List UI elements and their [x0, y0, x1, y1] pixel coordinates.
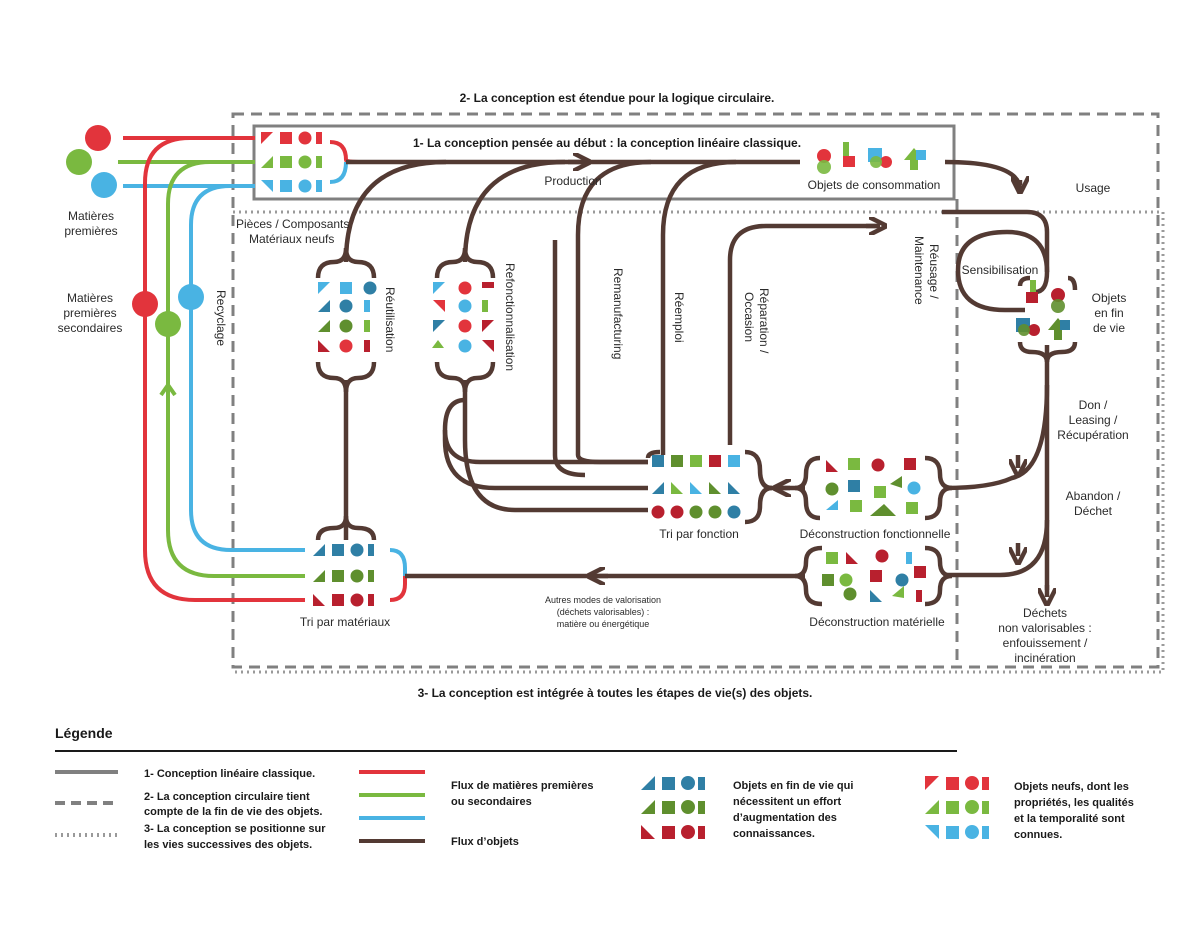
repair-label: Réparation /: [757, 288, 771, 354]
legend-object-flow-text: Flux d’objets: [451, 836, 519, 848]
secondary-blue-dot: [178, 284, 204, 310]
circular-frame: [231, 112, 1160, 669]
repair-label-2: Occasion: [742, 292, 756, 342]
material-deconstruction-label: Déconstruction matérielle: [809, 615, 945, 629]
legend-material-flow-text-2: ou secondaires: [451, 796, 532, 808]
non-recoverable-waste-label-2: non valorisables :: [998, 621, 1091, 635]
linear-title: 1- La conception pensée au début : la co…: [413, 136, 801, 150]
abandon-label-2: Déchet: [1074, 504, 1113, 518]
material-flows: [118, 136, 407, 602]
object-flows: [343, 142, 1047, 597]
non-recoverable-waste-label-3: enfouissement /: [1003, 636, 1088, 650]
legend-end-of-life-shapes: [641, 776, 705, 839]
end-of-life-objects: [1016, 280, 1070, 340]
reusage-label: Réusage /: [927, 244, 941, 299]
raw-material-blue-dot: [91, 172, 117, 198]
abandon-label: Abandon /: [1066, 489, 1121, 503]
integrated-frame: [233, 210, 1165, 674]
end-of-life-label-3: de vie: [1093, 321, 1125, 335]
end-of-life-label-2: en fin: [1094, 306, 1123, 320]
legend-circular-text-2: compte de la fin de vie des objets.: [144, 806, 323, 818]
consumption-objects: [817, 142, 926, 174]
new-objects-production: [261, 131, 322, 193]
raw-material-red-dot: [85, 125, 111, 151]
end-of-life-label: Objets: [1092, 291, 1127, 305]
refunction-label: Refonctionnalisation: [503, 263, 517, 371]
other-recovery-label-2: (déchets valorisables) :: [557, 607, 650, 617]
consumption-objects-label: Objets de consommation: [808, 178, 941, 192]
secondary-label-3: secondaires: [58, 321, 123, 335]
legend-new-objects-shapes: [925, 776, 989, 839]
integrated-title: 3- La conception est intégrée à toutes l…: [418, 686, 813, 700]
legend-integrated-text: 3- La conception se positionne sur: [144, 823, 326, 835]
usage-label: Usage: [1076, 181, 1111, 195]
secondary-label: Matières: [67, 291, 113, 305]
sorted-by-function-objects: [651, 455, 741, 519]
non-recoverable-waste-label: Déchets: [1023, 606, 1067, 620]
legend-end-of-life-text-3: d’augmentation des: [733, 812, 837, 824]
awareness-label: Sensibilisation: [962, 263, 1039, 277]
remanufacturing-label: Remanufacturing: [611, 268, 625, 359]
secondary-red-dot: [132, 291, 158, 317]
legend-end-of-life-text-2: nécessitent un effort: [733, 796, 842, 808]
legend-new-objects-text: Objets neufs, dont les: [1014, 781, 1129, 793]
material-deconstruction-objects: [822, 549, 926, 602]
legend-new-objects-text-2: propriétés, les qualités: [1014, 797, 1134, 809]
recycling-label: Recyclage: [214, 290, 228, 346]
secondary-green-dot: [155, 311, 181, 337]
circular-title: 2- La conception est étendue pour la log…: [460, 91, 775, 105]
donation-label-3: Récupération: [1057, 428, 1128, 442]
donation-label-2: Leasing /: [1069, 413, 1118, 427]
reuse-label: Réutilisation: [383, 287, 397, 352]
legend-title: Légende: [55, 725, 113, 741]
donation-label: Don /: [1079, 398, 1108, 412]
sorted-by-material-objects: [313, 543, 374, 607]
legend-new-objects-text-3: et la temporalité sont: [1014, 813, 1125, 825]
sort-by-material-label: Tri par matériaux: [300, 615, 390, 629]
legend-linear-text: 1- Conception linéaire classique.: [144, 768, 315, 780]
production-label: Production: [544, 174, 601, 188]
refunction-objects: [432, 281, 494, 353]
functional-deconstruction-label: Déconstruction fonctionnelle: [800, 527, 951, 541]
parts-label: Pièces / Composants: [236, 217, 349, 231]
legend-circular-text: 2- La conception circulaire tient: [144, 791, 310, 803]
other-recovery-label-3: matière ou énergétique: [557, 619, 650, 629]
legend-integrated-text-2: les vies successives des objets.: [144, 839, 312, 851]
legend-new-objects-text-4: connues.: [1014, 829, 1062, 841]
legend-end-of-life-text: Objets en fin de vie qui: [733, 780, 853, 792]
raw-material-green-dot: [66, 149, 92, 175]
raw-material-label-2: premières: [64, 224, 117, 238]
parts-label-2: Matériaux neufs: [249, 232, 334, 246]
raw-material-label: Matières: [68, 209, 114, 223]
sort-by-function-label: Tri par fonction: [659, 527, 739, 541]
legend-end-of-life-text-4: connaissances.: [733, 828, 815, 840]
functional-deconstruction-objects: [825, 458, 921, 516]
brackets: [315, 247, 1078, 607]
reemploi-label: Réemploi: [672, 292, 686, 343]
reuse-objects: [318, 281, 377, 353]
reusage-label-2: Maintenance: [912, 236, 926, 305]
non-recoverable-waste-label-4: incinération: [1014, 651, 1075, 665]
secondary-label-2: premières: [63, 306, 116, 320]
legend-material-flow-text: Flux de matières premières: [451, 780, 593, 792]
other-recovery-label: Autres modes de valorisation: [545, 595, 661, 605]
